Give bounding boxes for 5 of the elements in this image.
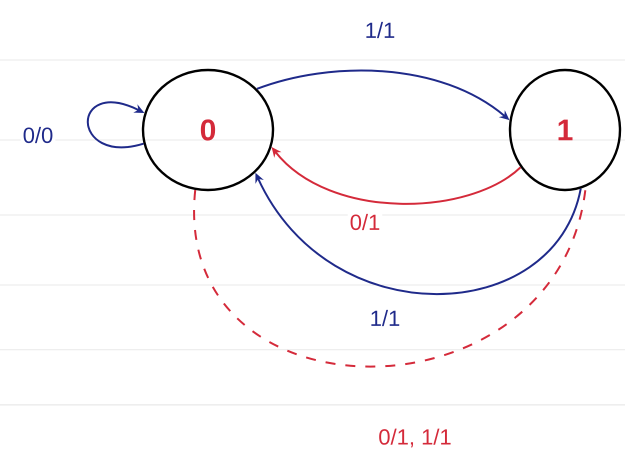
edge-label: 0/1, 1/1	[379, 428, 451, 448]
edge-label: 0/0	[24, 126, 52, 144]
edge-label: 1/1	[371, 310, 400, 326]
edge-label: 0/1	[350, 214, 380, 230]
edge-label: 1/1	[366, 22, 394, 38]
